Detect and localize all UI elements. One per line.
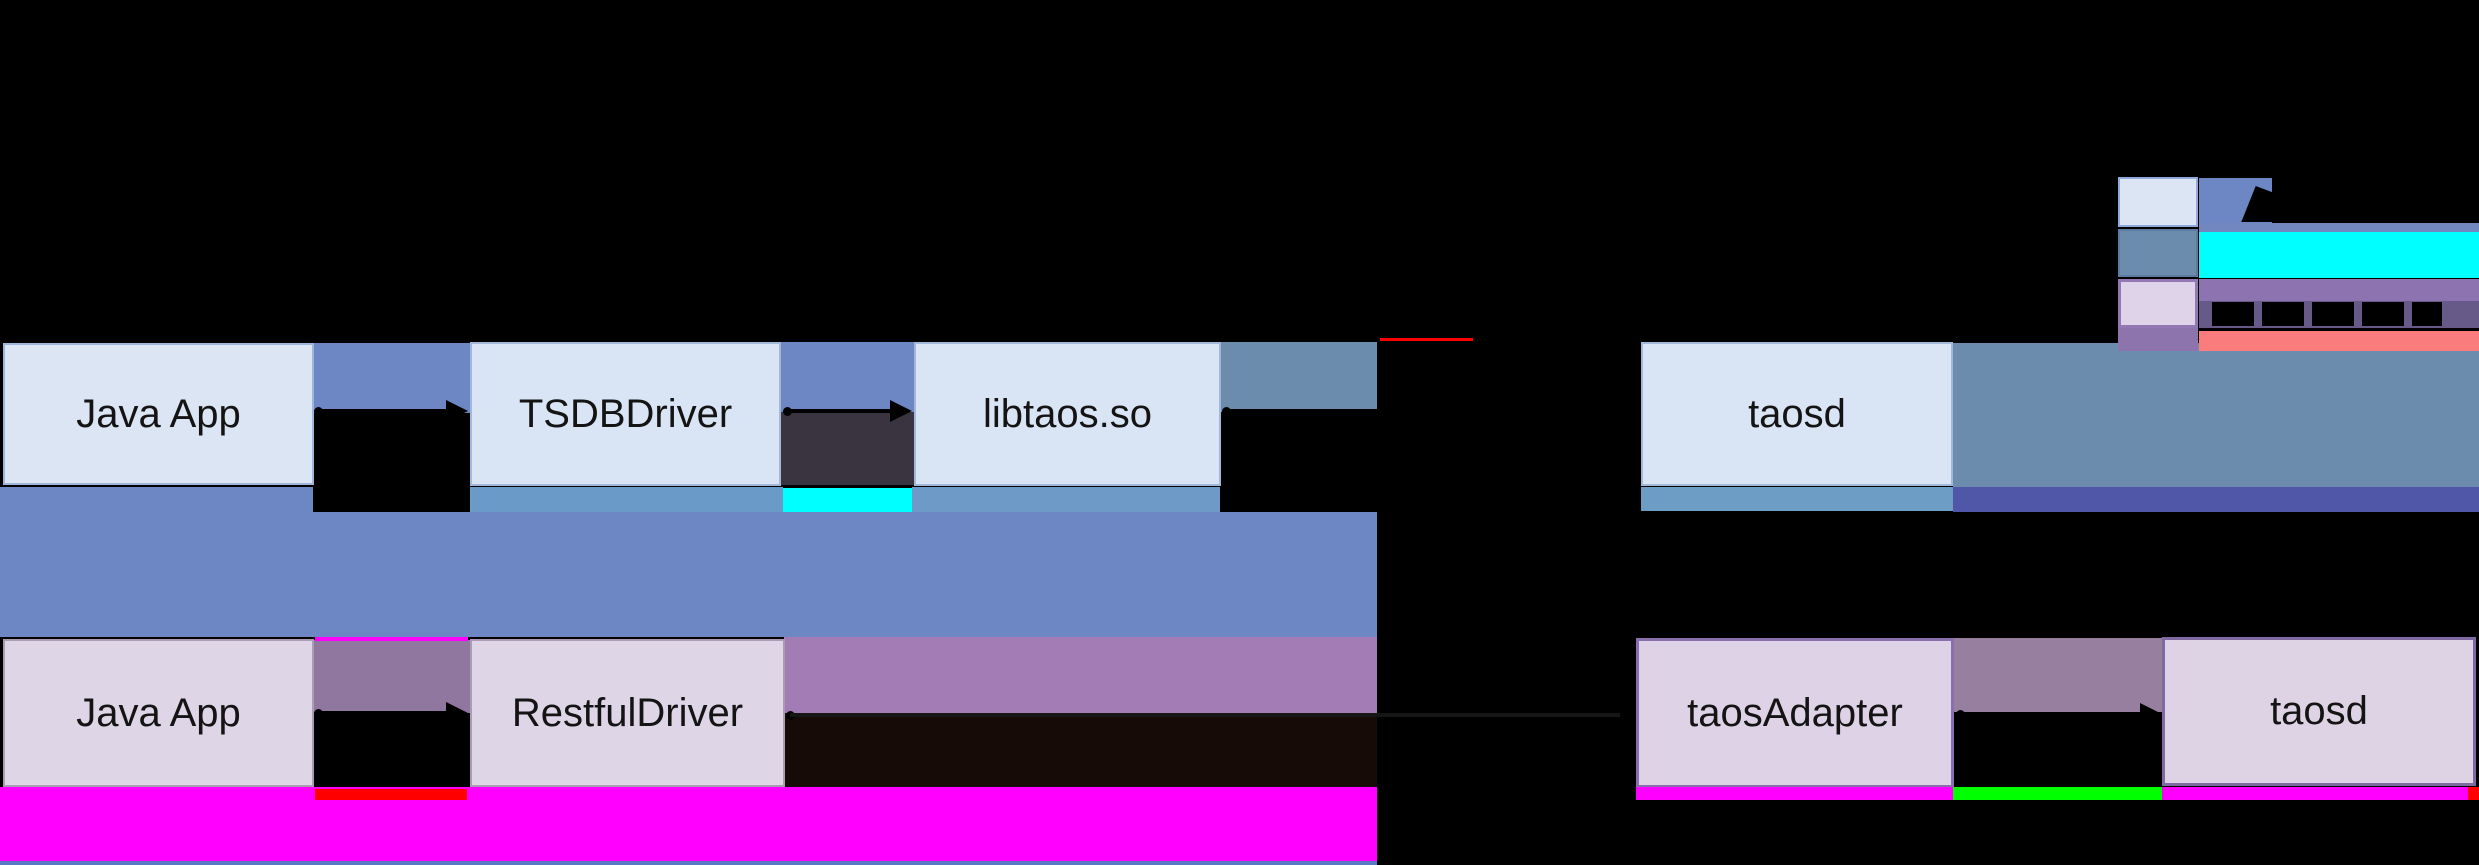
jni-gap2-shadow	[775, 412, 914, 485]
box-taos-adapter: taosAdapter	[1636, 638, 1954, 788]
libtaos-right-band	[1220, 342, 1377, 412]
box-java-app-jni-label: Java App	[76, 391, 241, 436]
box-taosd-bottom-label: taosd	[2270, 689, 2368, 733]
box-taosd-top: taosd	[1641, 342, 1953, 486]
legend-swatch-3	[2118, 279, 2198, 328]
legend-swatch-1	[2118, 177, 2198, 227]
legend-swatch-2	[2118, 229, 2198, 277]
strip-magenta-taosd	[2162, 787, 2468, 800]
jni-gap1-band	[313, 343, 470, 413]
legend-bar-4	[2199, 331, 2479, 351]
strip-indigo	[1953, 487, 2479, 512]
strip-red-sliver	[2468, 787, 2479, 800]
rest-bottom-blue-line	[0, 861, 1377, 865]
rest-dark-band	[784, 713, 1377, 788]
rest-gap1-band	[313, 640, 470, 713]
box-taosd-bottom: taosd	[2162, 637, 2476, 786]
box-taosd-top-label: taosd	[1748, 391, 1846, 436]
box-libtaos-label: libtaos.so	[983, 391, 1152, 436]
box-java-app-jni: Java App	[3, 343, 314, 485]
strip-under-java-jni	[0, 487, 313, 512]
legend-swatch-4	[2118, 328, 2198, 351]
box-tsdb-driver: TSDBDriver	[470, 342, 781, 486]
rest-magenta-band	[0, 787, 1377, 861]
magenta-accent-line	[315, 637, 468, 641]
strip-green	[1953, 787, 2162, 800]
legend-bar-3-top	[2199, 279, 2479, 301]
box-java-app-rest: Java App	[3, 639, 314, 787]
adapter-gap-band	[1953, 638, 2162, 712]
box-libtaos: libtaos.so	[914, 342, 1221, 486]
legend-bar-1-strip	[2199, 223, 2479, 232]
strip-under-tsdb	[470, 487, 783, 512]
box-taos-adapter-label: taosAdapter	[1687, 690, 1903, 735]
box-java-app-rest-label: Java App	[76, 690, 241, 735]
box-restful-driver: RestfulDriver	[470, 639, 785, 787]
strip-cyan-jni	[783, 488, 912, 512]
legend-bar-2	[2199, 232, 2479, 278]
box-tsdb-driver-label: TSDBDriver	[518, 391, 733, 436]
rest-purple-band	[784, 637, 1377, 713]
box-restful-driver-label: RestfulDriver	[511, 690, 744, 735]
strip-red-rest	[315, 789, 467, 800]
strip-magenta-adapter	[1636, 787, 1953, 800]
legend-text-fragment-3	[2212, 302, 2442, 326]
strip-under-libtaos	[912, 487, 1220, 512]
taosd-right-band	[1953, 343, 2479, 487]
jni-main-band	[0, 512, 1377, 637]
strip-under-taosd-top	[1641, 487, 1953, 511]
red-accent-line	[1380, 338, 1473, 341]
